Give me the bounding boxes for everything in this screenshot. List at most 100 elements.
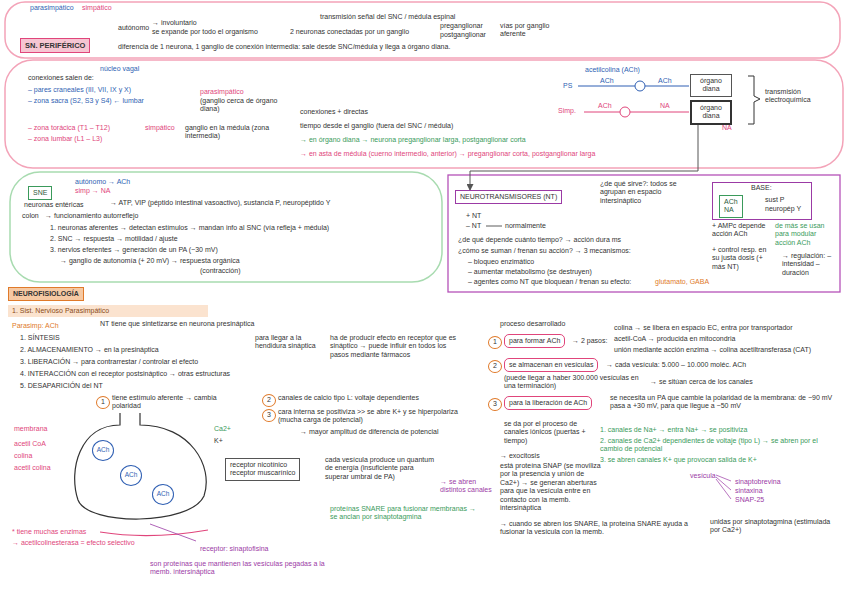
note-text: neuronas entéricas (24, 201, 84, 209)
step-box: se almacenan en vesículas (504, 358, 598, 372)
note-text: autónomo → ACh (75, 178, 130, 186)
node-text: 1 (489, 337, 501, 347)
node-text: receptor muscarínico (230, 469, 295, 477)
vesicle-circle: ACh (92, 440, 114, 461)
note-text: 4. INTERACCIÓN con el receptor postsináp… (20, 370, 230, 378)
note-text: ganglio en la médula (zona intermedia) (185, 124, 285, 141)
vesicle-circle: ACh (152, 484, 174, 505)
note-text: 3. se abren canales K+ que provocan sali… (600, 456, 757, 464)
green-region (10, 172, 442, 282)
note-text: – agentes como NT que bloquean / frenan … (468, 278, 631, 286)
note-text: simpático (145, 124, 175, 132)
note-text: está proteína SNAP (se moviliza por la p… (500, 462, 605, 512)
node-text: ACh (93, 441, 113, 459)
note-text: unidas por sinaptotagmina (estimulada po… (710, 518, 835, 535)
note-text: Parasimp: ACh (12, 322, 59, 330)
pink-region (5, 60, 843, 168)
note-text: acetil colina (14, 464, 51, 472)
note-text: ¿de qué sirve?: todos se agrupan en espa… (600, 180, 695, 205)
note-text: parasimpático (30, 4, 74, 12)
note-text: → en órgano diana → neurona pregangliona… (300, 136, 526, 144)
node-text: sust P (765, 196, 784, 204)
note-text: vías por ganglio aferente (500, 22, 565, 39)
callout-number: 3 (262, 409, 276, 422)
nerve-line (630, 112, 689, 113)
note-text: transmisión electroquímica (765, 88, 825, 105)
leader-line (716, 475, 731, 481)
postsynaptic-membrane (100, 530, 208, 536)
note-text: → ganglio de autonomía (+ 20 mV) → respu… (60, 257, 240, 265)
note-text: parasimpático (200, 88, 244, 96)
note-text: 1. SÍNTESIS (20, 334, 60, 342)
note-text: conexiones salen de: (28, 74, 94, 82)
topic-box: SNE (28, 186, 52, 200)
note-text: glutamato, GABA (655, 278, 709, 286)
note-text: + AMPc depende acción ACh (712, 222, 767, 239)
note-text: ¿de qué depende cuánto tiempo? → acción … (458, 236, 621, 244)
note-text: ACh (598, 102, 612, 110)
note-text: se da por el proceso de canales iónicos … (504, 420, 589, 445)
note-text: K+ (214, 437, 223, 445)
callout-number: 1 (96, 396, 110, 409)
node-text: neuropép Y (765, 205, 801, 213)
note-text: proceso desarrollado (500, 320, 565, 328)
note-text: cara interna se positiviza >> se abre K+… (278, 408, 458, 425)
node-text: 1 (97, 397, 109, 407)
note-text: colon (22, 212, 39, 220)
node-text: ACh (153, 485, 173, 503)
node-text: NEUROTRANSMISORES (NT) (460, 193, 557, 201)
ganglion-symbol (635, 81, 645, 91)
step-number: 2 (488, 360, 502, 373)
note-text: → funcionamiento autorreflejo (45, 212, 138, 220)
note-text: → ATP, VIP (péptido intestinal vasoactiv… (110, 199, 330, 207)
note-text: PS (563, 82, 572, 90)
step-number: 1 (488, 336, 502, 349)
purple-frame (448, 175, 840, 292)
note-text: – aumentar metabolismo (se destruyen) (468, 268, 592, 276)
note-text: → se sitúan cerca de los canales (650, 378, 753, 386)
node-text: ACh (724, 198, 738, 206)
leader-line (716, 477, 731, 490)
note-text: ¿cómo se suman / frenan su acción? → 3 m… (458, 247, 631, 255)
note-text: → mayor amplitud de diferencia de potenc… (300, 428, 439, 436)
note-text: → 2 pasos: (572, 337, 607, 345)
nt-box: AChNA (719, 195, 743, 218)
note-text: ha de producir efecto en receptor que es… (330, 334, 460, 359)
note-text: conexiones + directas (300, 108, 368, 116)
receptor-box: receptor nicotínicoreceptor muscarínico (225, 458, 300, 481)
note-text: (contracción) (200, 267, 240, 275)
note-text: – bloqueo enzimático (468, 258, 534, 266)
note-text: acetil-CoA → producida en mitocondria (614, 335, 735, 343)
note-text: unión mediante acción enzima → colina ac… (614, 346, 811, 354)
pink-region (5, 2, 840, 58)
note-text: 2. ALMACENAMIENTO → en la presináptica (20, 346, 159, 354)
note-text: → acetilcolinesterasa = efecto selectivo (12, 539, 152, 547)
arrow-line (486, 226, 502, 227)
note-text: → exocitosis (500, 452, 540, 460)
ganglion-symbol (620, 107, 630, 117)
node-text: se almacenan en vesículas (509, 361, 593, 369)
note-text: → en asta de médula (cuerno intermedio, … (300, 150, 595, 158)
note-text: tiene estímulo aferente → cambia polarid… (112, 394, 222, 411)
note-text: – zona sacra (S2, S3 y S4) ← lumbar (28, 97, 144, 105)
note-text: → se abren distintos canales (440, 478, 495, 495)
note-text: de más se usan para modular acción ACh (775, 222, 835, 247)
note-text: se expande por todo el organismo (152, 28, 258, 36)
note-text: – zona lumbar (L1 – L3) (28, 135, 102, 143)
topic-box: NEUROTRANSMISORES (NT) (455, 190, 562, 204)
node-text: órgano diana (696, 104, 726, 121)
note-text: para llegar a la hendidura sináptica (255, 334, 320, 351)
note-text: sinaptobrevina (735, 478, 781, 486)
note-text: 5. DESAPARICIÓN del NT (20, 382, 103, 390)
note-text: son proteínas que mantienen las vesícula… (150, 560, 330, 577)
node-text: para la liberación de ACh (509, 399, 587, 407)
target-organ-box: órgano diana (690, 100, 732, 125)
node-text: ACh (121, 466, 141, 484)
node-text: NEUROFISIOLOGÍA (13, 290, 79, 298)
note-text: postganglionar (440, 31, 486, 39)
note-text: 3. LIBERACIÓN → para contrarrestar / con… (20, 358, 198, 366)
note-text: – NT (466, 222, 481, 230)
note-text: acetilcolina (ACh) (585, 66, 640, 74)
node-text: 3 (489, 399, 501, 409)
note-text: ACh (658, 77, 672, 85)
